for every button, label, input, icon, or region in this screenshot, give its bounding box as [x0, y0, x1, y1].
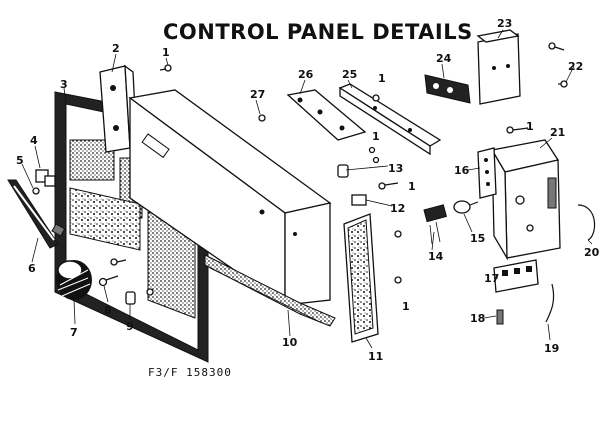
- screw-7-part: [378, 182, 399, 190]
- callout-19: 19: [544, 342, 559, 355]
- callout-22: 22: [568, 60, 583, 73]
- screw-10-part: [506, 126, 529, 134]
- screw-6-part: [372, 94, 380, 102]
- callout-1c: 1: [526, 120, 534, 133]
- callout-25: 25: [342, 68, 357, 81]
- leader-lines: [21, 29, 593, 349]
- screw-5-part: [258, 114, 266, 122]
- callout-3: 3: [60, 78, 68, 91]
- screw-part: [98, 275, 119, 287]
- screw-9-part: [394, 276, 402, 284]
- callout-24: 24: [436, 52, 452, 65]
- callout-14: 14: [428, 250, 444, 263]
- console-housing-part: [128, 89, 336, 327]
- callout-26: 26: [298, 68, 314, 81]
- drawing-code: F3/F 158300: [148, 366, 232, 379]
- callout-9: 9: [126, 320, 134, 333]
- callout-8: 8: [104, 304, 112, 317]
- screw-8-part: [394, 230, 402, 238]
- timer-part: [490, 139, 561, 261]
- callout-18: 18: [470, 312, 485, 325]
- callout-20: 20: [584, 246, 600, 259]
- callout-1: 1: [162, 46, 170, 59]
- callout-1d: 1: [408, 180, 416, 193]
- vent-panel-part: [343, 213, 379, 343]
- screw-14-part: [372, 156, 380, 164]
- callout-1f: 1: [372, 130, 380, 143]
- callout-11: 11: [368, 350, 383, 363]
- callout-1b: 1: [378, 72, 386, 85]
- callout-27: 27: [250, 88, 265, 101]
- callout-12: 12: [390, 202, 405, 215]
- callout-13: 13: [388, 162, 403, 175]
- callout-7: 7: [70, 326, 78, 339]
- connector-part: [493, 259, 539, 293]
- screw-4-part: [159, 64, 172, 72]
- callout-1e: 1: [402, 300, 410, 313]
- terminal-part: [496, 309, 504, 325]
- clip-part: [51, 223, 66, 237]
- lamp-socket-part: [423, 204, 448, 245]
- callout-6: 6: [28, 262, 36, 275]
- screw-13-part: [368, 146, 376, 154]
- indicator-lens-part: [35, 169, 56, 187]
- callout-numbers: 1 2 3 4 5 6 7 8 9 10 11 12 13 14 15 16 1…: [16, 17, 600, 363]
- callout-2: 2: [112, 42, 120, 55]
- screw-3-part: [146, 288, 154, 296]
- clip-2-part: [351, 194, 367, 206]
- bushing-part: [32, 187, 40, 195]
- callout-4: 4: [30, 134, 38, 147]
- switch-part: [424, 74, 471, 104]
- callout-16: 16: [454, 164, 470, 177]
- switch-plate-part: [286, 89, 367, 141]
- callout-5: 5: [16, 154, 24, 167]
- callout-17: 17: [484, 272, 499, 285]
- callout-23: 23: [497, 17, 512, 30]
- wire-part: [545, 283, 555, 323]
- screw-12-part: [558, 80, 568, 88]
- terminal-block-part: [477, 147, 497, 199]
- callout-15: 15: [470, 232, 485, 245]
- screw-11-part: [548, 42, 565, 51]
- diagram-title: CONTROL PANEL DETAILS: [163, 20, 473, 44]
- spring-part: [125, 291, 136, 305]
- wire-clip-part: [577, 204, 596, 241]
- screw-2-part: [110, 258, 127, 266]
- cover-part: [476, 29, 521, 105]
- switch-strip-part: [7, 179, 59, 249]
- lamp-part: [453, 200, 479, 214]
- grommet-part: [337, 164, 349, 178]
- rail-part: [338, 83, 442, 156]
- callout-10: 10: [282, 336, 298, 349]
- knob-part: [56, 260, 92, 300]
- callout-21: 21: [550, 126, 565, 139]
